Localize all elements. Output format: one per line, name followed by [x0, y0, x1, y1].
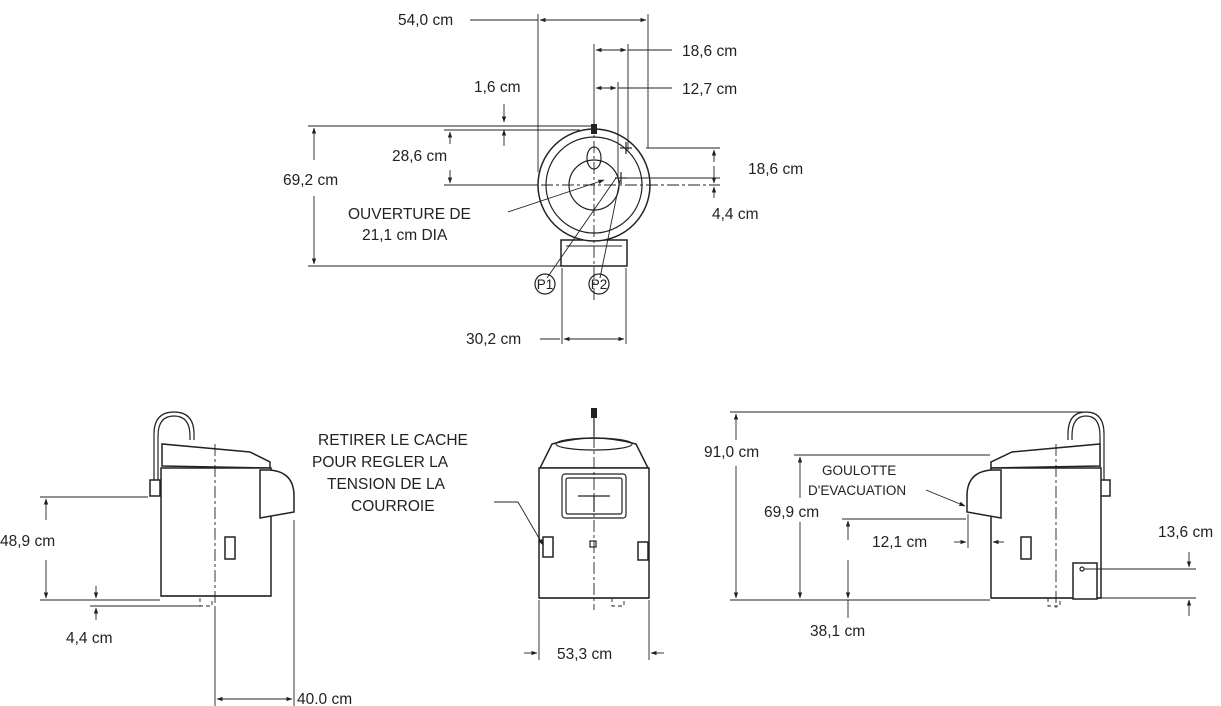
- opening-note-line1: OUVERTURE DE: [348, 206, 471, 223]
- front-note: RETIRER LE CACHE POUR REGLER LA TENSION …: [312, 432, 544, 546]
- right-chute: [966, 469, 1002, 519]
- dim-top-base: 30,2 cm: [466, 268, 627, 348]
- dim-top-depth: 69,2 cm: [283, 125, 592, 267]
- dim-left-height-label: 48,9 cm: [0, 533, 55, 550]
- dim-right-total: 91,0 cm: [704, 411, 1086, 601]
- front-note-line4: COURROIE: [351, 498, 435, 515]
- dim-right-total-label: 91,0 cm: [704, 444, 759, 461]
- dim-right-lower-label: 38,1 cm: [810, 623, 865, 640]
- dim-top-center: 28,6 cm: [392, 129, 580, 186]
- left-chute: [259, 469, 295, 519]
- dim-top-depth-label: 69,2 cm: [283, 172, 338, 189]
- dim-top-right: 18,6 cm 4,4 cm: [622, 147, 803, 223]
- dim-top-center-label: 28,6 cm: [392, 148, 447, 165]
- front-note-line3: TENSION DE LA: [327, 476, 446, 493]
- dim-right-offset: 12,1 cm: [872, 514, 1004, 551]
- dim-left-bottom: 4,4 cm: [66, 586, 200, 647]
- point-p2-marker: [588, 273, 610, 295]
- dim-top-width-label: 54,0 cm: [398, 12, 453, 29]
- right-view: 91,0 cm 69,9 cm GOULOTTE D'EVACUATION 38…: [704, 411, 1213, 640]
- front-view: RETIRER LE CACHE POUR REGLER LA TENSION …: [312, 408, 664, 663]
- dim-front-width: 53,3 cm: [524, 600, 664, 663]
- point-p1-marker: [534, 273, 556, 295]
- dim-left-depth: 40.0 cm: [214, 520, 352, 706]
- front-view-machine: [538, 408, 650, 610]
- right-drain-box: [1072, 562, 1098, 600]
- top-view: P1 P2 54,0 cm 18,6 cm 12,7 cm: [283, 12, 803, 348]
- chute-note-line1: GOULOTTE: [822, 463, 896, 478]
- dim-left-depth-label: 40.0 cm: [297, 691, 352, 706]
- dim-right-offset-label: 12,1 cm: [872, 534, 927, 551]
- left-view-machine: [149, 411, 295, 607]
- dim-left-bottom-label: 4,4 cm: [66, 630, 113, 647]
- dim-left-height: 48,9 cm: [0, 496, 160, 601]
- dim-top-offset-1-label: 18,6 cm: [682, 43, 737, 60]
- dim-right-drain: 13,6 cm: [1084, 524, 1213, 616]
- chute-note-line2: D'EVACUATION: [808, 483, 906, 498]
- dim-top-offset-2-label: 12,7 cm: [682, 81, 737, 98]
- dim-top-offset-2: 12,7 cm: [595, 81, 737, 178]
- opening-note: OUVERTURE DE 21,1 cm DIA: [348, 179, 605, 244]
- opening-note-line2: 21,1 cm DIA: [362, 227, 448, 244]
- dim-right-lower: 38,1 cm: [810, 518, 966, 640]
- dim-top-small: 1,6 cm: [474, 79, 521, 146]
- dim-top-width: 54,0 cm: [398, 12, 649, 172]
- chute-note: GOULOTTE D'EVACUATION: [808, 463, 966, 507]
- dim-right-chute-height: 69,9 cm: [764, 454, 990, 599]
- right-view-machine: [966, 411, 1111, 608]
- point-p2-label: P2: [591, 277, 608, 292]
- front-belt-cover: [542, 536, 554, 558]
- dim-right-chute-height-label: 69,9 cm: [764, 504, 819, 521]
- front-note-line2: POUR REGLER LA: [312, 454, 449, 471]
- dim-top-small-label: 1,6 cm: [474, 79, 521, 96]
- dim-top-right-label: 18,6 cm: [748, 161, 803, 178]
- dim-top-right-small-label: 4,4 cm: [712, 206, 759, 223]
- dim-right-drain-label: 13,6 cm: [1158, 524, 1213, 541]
- dim-top-base-label: 30,2 cm: [466, 331, 521, 348]
- front-note-line1: RETIRER LE CACHE: [318, 432, 468, 449]
- point-p1-label: P1: [537, 277, 554, 292]
- left-view: 48,9 cm 4,4 cm 40.0 cm: [0, 411, 352, 706]
- dim-front-width-label: 53,3 cm: [557, 646, 612, 663]
- top-view-machine: P1 P2: [520, 120, 720, 300]
- dim-top-offset-1: 18,6 cm: [593, 43, 737, 150]
- left-body: [160, 467, 272, 597]
